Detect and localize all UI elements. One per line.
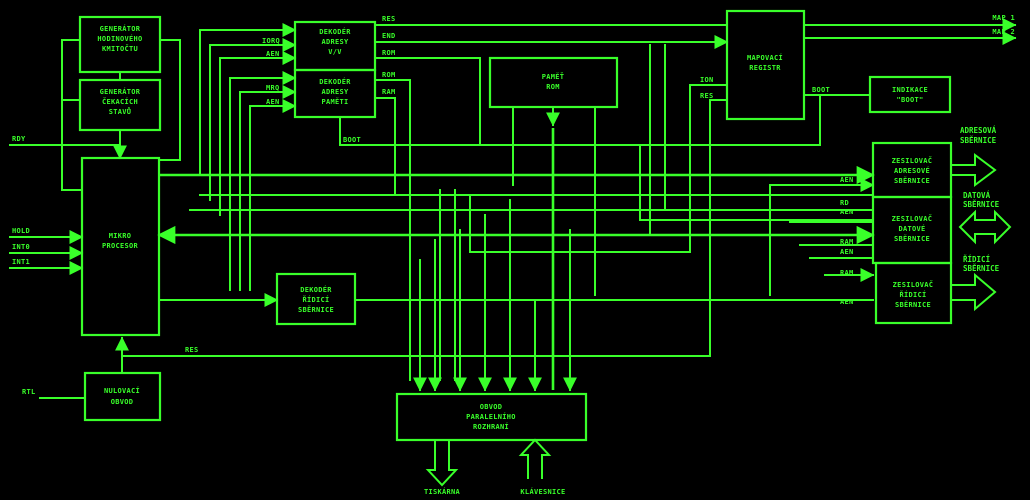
ctrl-dec-line-1: DEKODÉR xyxy=(300,285,332,294)
reset-line-2: OBVOD xyxy=(111,398,134,406)
aen-label-b: AEN xyxy=(266,98,280,106)
data-amp-line-3: SBĚRNICE xyxy=(894,234,930,243)
data-amp-line-2: DATOVÉ xyxy=(898,224,925,233)
rtl-label: RTL xyxy=(22,388,36,396)
aen-label-a: AEN xyxy=(266,50,280,58)
address-bus-amplifier-block: ZESILOVAČ ADRESOVÉ SBĚRNICE xyxy=(871,141,953,199)
wiring xyxy=(9,18,1017,487)
control-bus-amplifier-block: ZESILOVAČ ŘÍDICÍ SBĚRNICE xyxy=(874,261,953,325)
data-amp-line-1: ZESILOVAČ xyxy=(892,214,933,223)
map1-label: MAP 1 xyxy=(992,14,1015,22)
rd-label: RD xyxy=(840,199,849,207)
int0-label: INT0 xyxy=(12,243,30,251)
bus-labels: ADRESOVÁ SBĚRNICE DATOVÁ SBĚRNICE ŘÍDICÍ… xyxy=(960,126,1000,273)
printer-label: TISKÁRNA xyxy=(424,487,461,496)
boot-ind-line-1: INDIKACE xyxy=(892,86,928,94)
microprocessor-block: MIKRO PROCESOR xyxy=(80,156,161,337)
rom-label-b: ROM xyxy=(382,71,396,79)
hold-label: HOLD xyxy=(12,227,30,235)
data-bus-label-2: SBĚRNICE xyxy=(963,200,1000,209)
control-bus-decoder-block: DEKODÉR ŘÍDICÍ SBĚRNICE xyxy=(275,272,357,326)
clock-gen-line-1: GENERÁTOR xyxy=(100,24,141,33)
reset-line-1: NULOVACÍ xyxy=(104,386,140,395)
boot-label-b: BOOT xyxy=(812,86,830,94)
map2-label: MAP 2 xyxy=(992,28,1015,36)
ctrl-dec-line-3: SBĚRNICE xyxy=(298,305,334,314)
addr-amp-line-3: SBĚRNICE xyxy=(894,176,930,185)
boot-label-a: BOOT xyxy=(343,136,361,144)
clock-gen-line-3: KMITOČTU xyxy=(102,44,138,53)
parallel-line-3: ROZHRANÍ xyxy=(473,422,509,431)
mapping-register-block: MAPOVACÍ REGISTR xyxy=(725,9,806,121)
ram-label-a: RAM xyxy=(382,88,396,96)
data-bus-amplifier-block: ZESILOVAČ DATOVÉ SBĚRNICE xyxy=(871,195,953,265)
addr-amp-line-2: ADRESOVÉ xyxy=(894,166,930,175)
rom-label-a: ROM xyxy=(382,49,396,57)
address-bus-label-1: ADRESOVÁ xyxy=(960,126,997,135)
wait-state-generator-block: GENERÁTOR ČEKACÍCH STAVŮ xyxy=(78,78,162,132)
rom-block: PAMĚŤ ROM xyxy=(488,56,619,109)
map-reg-line-2: REGISTR xyxy=(749,64,781,72)
io-dec-line-2: ADRESY xyxy=(321,38,349,46)
io-dec-line-3: V/V xyxy=(328,48,342,56)
control-bus-label-1: ŘÍDICÍ xyxy=(963,255,990,264)
int1-label: INT1 xyxy=(12,258,30,266)
io-address-decoder-block: DEKODÉR ADRESY V/V xyxy=(293,20,377,72)
wait-gen-line-3: STAVŮ xyxy=(109,107,132,116)
ctrl-amp-line-3: SBĚRNICE xyxy=(895,300,931,309)
signal-labels: RDY HOLD INT0 INT1 RTL RES RES END ROM R… xyxy=(12,14,1015,396)
ctrl-amp-line-1: ZESILOVAČ xyxy=(893,280,934,289)
ctrl-dec-line-2: ŘÍDICÍ xyxy=(302,295,329,304)
parallel-line-2: PARALELNÍHO xyxy=(466,412,516,421)
reset-circuit-block: NULOVACÍ OBVOD xyxy=(83,371,162,422)
rom-line-2: ROM xyxy=(546,83,560,91)
mem-dec-line-3: PAMĚTI xyxy=(321,97,348,106)
keyboard-label: KLÁVESNICE xyxy=(520,487,565,496)
res-label-map: RES xyxy=(700,92,714,100)
aen-label-d: AEN xyxy=(840,208,854,216)
ram-label-c: RAM xyxy=(840,269,854,277)
ctrl-amp-line-2: ŘÍDICÍ xyxy=(899,290,926,299)
wait-gen-line-1: GENERÁTOR xyxy=(100,87,141,96)
mem-dec-line-1: DEKODÉR xyxy=(319,77,351,86)
data-bus-label-1: DATOVÁ xyxy=(963,191,991,200)
micro-line-2: PROCESOR xyxy=(102,242,139,250)
memory-address-decoder-block: DEKODÉR ADRESY PAMĚTI xyxy=(293,68,377,119)
rdy-label: RDY xyxy=(12,135,26,143)
boot-indicator-block: INDIKACE "BOOT" xyxy=(868,75,952,114)
control-bus-label-2: SBĚRNICE xyxy=(963,264,1000,273)
clock-gen-line-2: HODINOVÉHO xyxy=(97,34,142,43)
iorq-label: IORQ xyxy=(262,37,280,45)
end-label: END xyxy=(382,32,396,40)
parallel-interface-block: OBVOD PARALELNÍHO ROZHRANÍ xyxy=(395,392,588,442)
addr-amp-line-1: ZESILOVAČ xyxy=(892,156,933,165)
res-label-bottom: RES xyxy=(185,346,199,354)
device-labels: TISKÁRNA KLÁVESNICE xyxy=(424,487,565,496)
res-label-top: RES xyxy=(382,15,396,23)
rom-line-1: PAMĚŤ xyxy=(542,72,565,81)
clock-generator-block: GENERÁTOR HODINOVÉHO KMITOČTU xyxy=(78,15,162,74)
map-reg-line-1: MAPOVACÍ xyxy=(747,53,783,62)
aen-label-c: AEN xyxy=(840,176,854,184)
micro-line-1: MIKRO xyxy=(109,232,132,240)
address-bus-label-2: SBĚRNICE xyxy=(960,136,997,145)
mem-dec-line-2: ADRESY xyxy=(321,88,349,96)
parallel-line-1: OBVOD xyxy=(480,403,503,411)
io-dec-line-1: DEKODÉR xyxy=(319,27,351,36)
ion-label: ION xyxy=(700,76,714,84)
aen-label-f: AEN xyxy=(840,298,854,306)
ram-label-b: RAM xyxy=(840,238,854,246)
mrq-label: MRQ xyxy=(266,84,280,92)
aen-label-e: AEN xyxy=(840,248,854,256)
boot-ind-line-2: "BOOT" xyxy=(896,96,923,104)
wait-gen-line-2: ČEKACÍCH xyxy=(102,97,138,106)
